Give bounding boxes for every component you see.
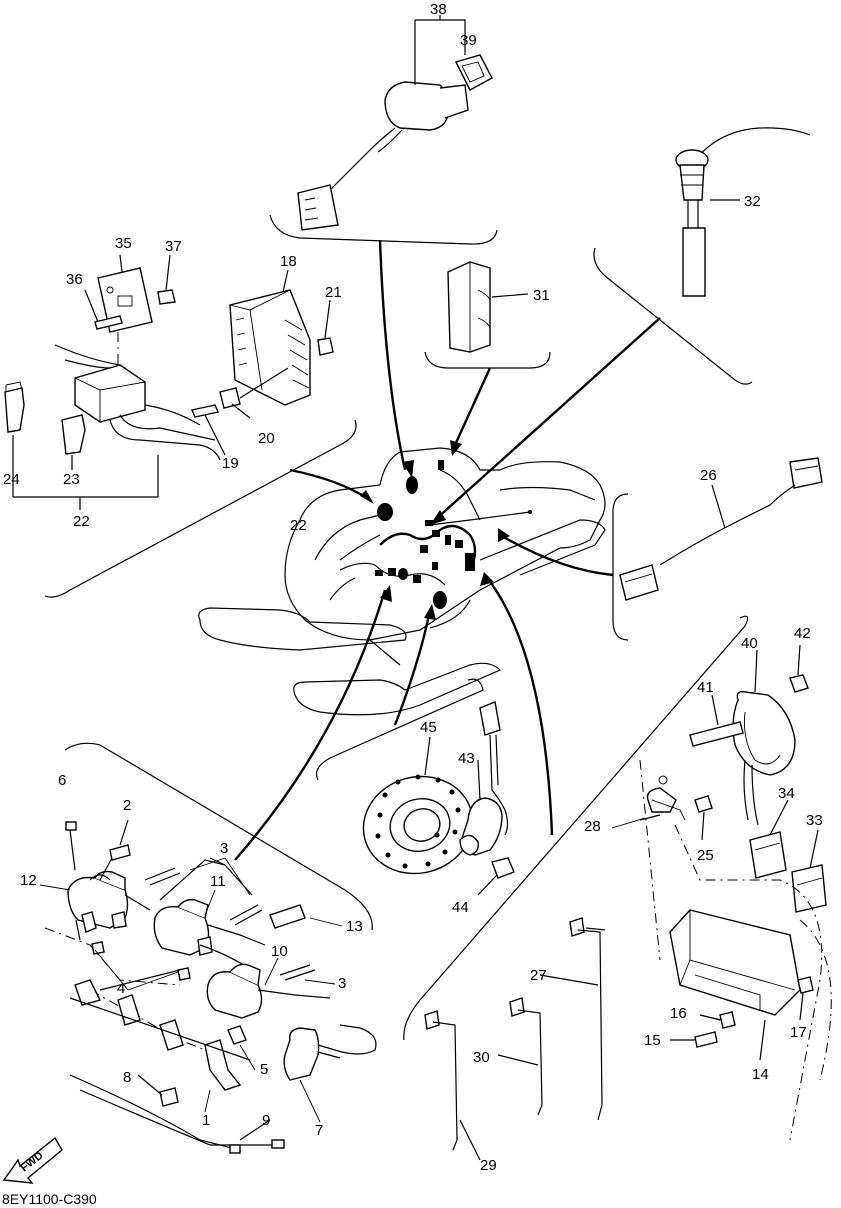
callout-18: 18 — [280, 253, 297, 270]
sensor-32 — [675, 127, 811, 297]
main-switch-38 — [297, 15, 493, 231]
callout-3-top: 3 — [220, 840, 228, 857]
callout-28: 28 — [584, 818, 601, 835]
callout-7: 7 — [315, 1122, 323, 1139]
fwd-arrow-icon: FWD — [2, 1136, 63, 1184]
callout-41: 41 — [697, 679, 714, 696]
callout-17: 17 — [790, 1024, 807, 1041]
callout-6: 6 — [58, 772, 66, 789]
callout-40: 40 — [741, 635, 758, 652]
bracket-28 — [639, 775, 713, 841]
callout-33: 33 — [806, 812, 823, 829]
group-boundaries — [44, 214, 753, 1041]
callout-45: 45 — [420, 719, 437, 736]
callout-24: 24 — [3, 471, 20, 488]
leader-arrows — [234, 239, 661, 861]
callout-35: 35 — [115, 235, 132, 252]
cables-27-29-30 — [424, 917, 606, 1161]
callout-22-left: 22 — [73, 513, 90, 530]
callout-42: 42 — [794, 625, 811, 642]
callout-31: 31 — [533, 287, 550, 304]
callout-5: 5 — [260, 1061, 268, 1078]
switch-40 — [689, 644, 809, 826]
callout-labels: 38 39 32 35 37 18 36 21 31 20 19 24 23 2… — [3, 1, 823, 1174]
callout-32: 32 — [744, 193, 761, 210]
harness-26 — [619, 457, 823, 601]
rectifier-regulator-18 — [191, 269, 334, 456]
ignition-coils — [44, 819, 377, 1154]
callout-3-mid: 3 — [338, 975, 346, 992]
callout-37: 37 — [165, 238, 182, 255]
callout-10: 10 — [271, 943, 288, 960]
callout-13: 13 — [346, 918, 363, 935]
callout-14: 14 — [752, 1066, 769, 1083]
callout-23: 23 — [63, 471, 80, 488]
callout-26: 26 — [700, 467, 717, 484]
callout-43: 43 — [458, 750, 475, 767]
cdi-unit-14 — [639, 759, 832, 1141]
callout-25: 25 — [697, 847, 714, 864]
callout-2: 2 — [123, 797, 131, 814]
callout-16: 16 — [670, 1005, 687, 1022]
callout-20: 20 — [258, 430, 275, 447]
fuse-box-22 — [4, 344, 221, 510]
callout-30: 30 — [473, 1049, 490, 1066]
callout-leaders — [39, 199, 740, 1123]
drawing-code: 8EY1100-C390 — [2, 1191, 97, 1207]
callout-27: 27 — [530, 967, 547, 984]
callout-34: 34 — [778, 785, 795, 802]
callout-4: 4 — [117, 980, 125, 997]
callout-1: 1 — [202, 1112, 210, 1129]
callout-29: 29 — [480, 1157, 497, 1174]
snowmobile-outline — [198, 447, 606, 716]
callout-12: 12 — [20, 872, 37, 889]
bracket-35 — [84, 254, 176, 370]
callout-9: 9 — [262, 1112, 270, 1129]
harness-connectors — [375, 460, 475, 609]
callout-11: 11 — [210, 873, 226, 890]
callout-38: 38 — [430, 1, 447, 18]
callout-22-center: 22 — [290, 517, 307, 534]
connectors-33-34 — [749, 799, 827, 913]
callout-21: 21 — [325, 284, 342, 301]
callout-44: 44 — [452, 899, 469, 916]
callout-8: 8 — [123, 1069, 131, 1086]
callout-39: 39 — [460, 32, 477, 49]
callout-19: 19 — [222, 455, 239, 472]
bracket-31 — [447, 261, 529, 353]
callout-15: 15 — [644, 1032, 661, 1049]
flywheel-45 — [362, 701, 515, 896]
callout-36: 36 — [66, 271, 83, 288]
